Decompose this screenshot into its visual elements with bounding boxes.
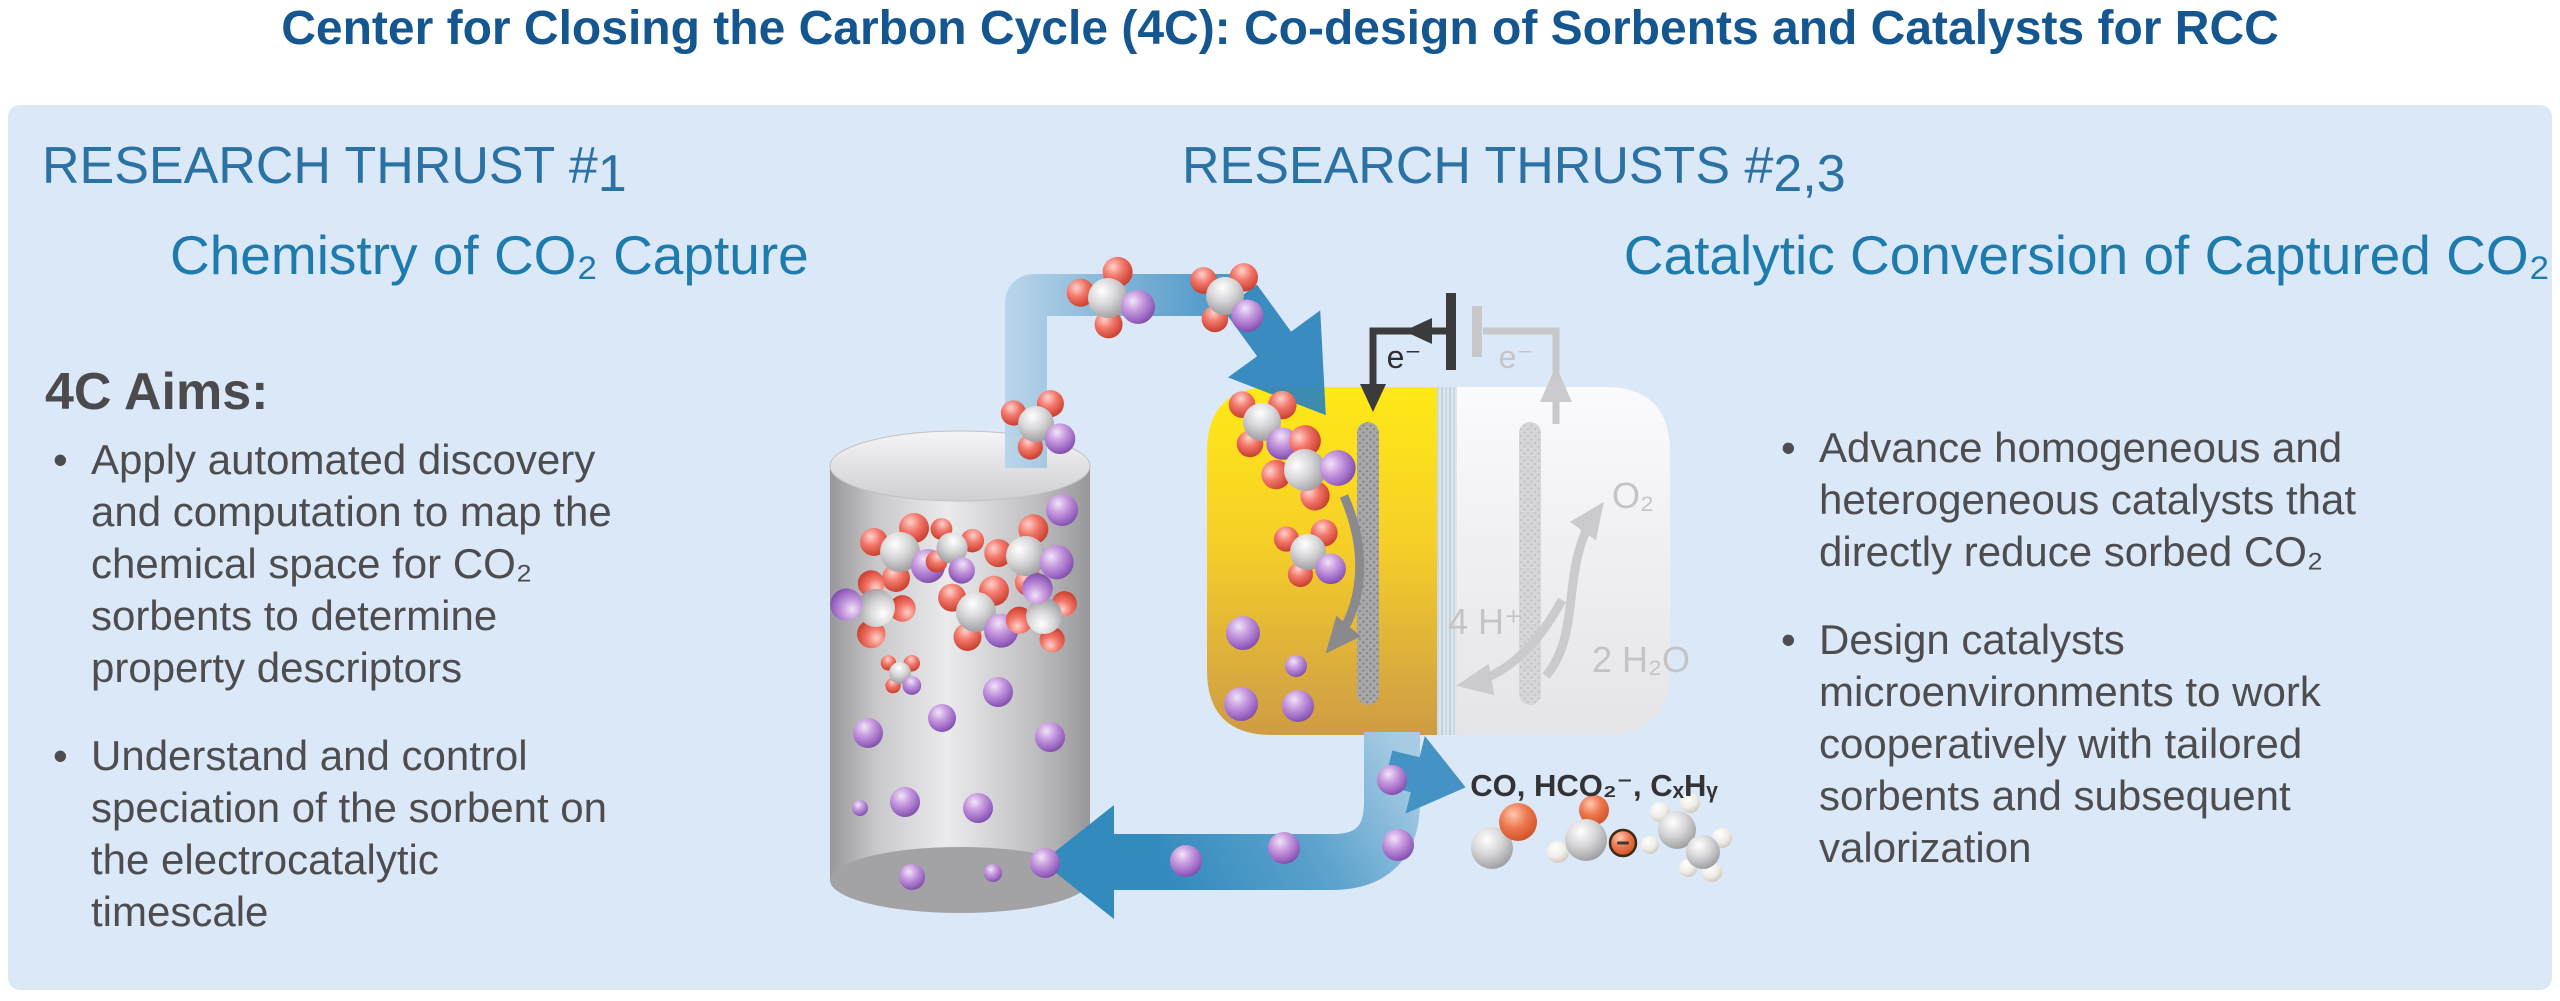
product-molecules: [1471, 793, 1732, 882]
oxygen-label: O₂: [1612, 475, 1654, 516]
cell-molecules: [1213, 374, 1367, 722]
conversion-list: • Advance homogeneous and heterogeneous …: [1775, 422, 2555, 910]
recycle-ions: [1170, 765, 1414, 877]
aims-item-1-text: Apply automated discovery and computatio…: [91, 436, 612, 691]
reduction-arrow: [1325, 494, 1365, 654]
thrust-1-heading: RESEARCH THRUST #1: [42, 137, 627, 200]
oxygen-evolution-arrow: [1542, 501, 1604, 679]
membrane: [1437, 387, 1457, 735]
electron-label-left: e⁻: [1387, 339, 1422, 375]
proton-transfer-arrow: [1456, 597, 1566, 696]
recycle-arrow: [1042, 732, 1466, 919]
conversion-item-2: • Design catalysts microenvironments to …: [1775, 614, 2555, 874]
aims-list: • Apply automated discovery and computat…: [47, 434, 787, 974]
thrust-23-heading: RESEARCH THRUSTS #2,3: [1182, 137, 1846, 200]
sorbent-ions: [852, 494, 1078, 890]
proton-label: 4 H⁺: [1448, 601, 1523, 642]
aims-item-2: • Understand and control speciation of t…: [47, 730, 787, 938]
page-title: Center for Closing the Carbon Cycle (4C)…: [281, 2, 2279, 55]
hydrocarbon-molecule: [1641, 793, 1732, 882]
thrust-1-subtitle: Chemistry of CO₂ Capture: [170, 224, 809, 286]
bullet-dot: •: [53, 436, 68, 483]
thrust-23-label: RESEARCH THRUSTS #: [1182, 137, 1774, 195]
thrust-1-label: RESEARCH THRUST #: [42, 137, 598, 195]
aims-item-2-text: Understand and control speciation of the…: [91, 732, 608, 935]
electron-label-right: e⁻: [1499, 339, 1534, 375]
thrust-23-number: 2,3: [1773, 145, 1846, 203]
electrode-right: [1519, 422, 1541, 705]
thrust-1-number: 1: [597, 145, 627, 203]
formate-molecule: [1547, 795, 1638, 863]
conversion-item-2-text: Design catalysts microenvironments to wo…: [1819, 616, 2321, 871]
cell-anode-chamber: [1447, 387, 1670, 735]
products-label: CO, HCO₂⁻, CₓHᵧ: [1470, 768, 1718, 803]
bullet-dot: •: [1781, 424, 1796, 471]
conversion-item-1: • Advance homogeneous and heterogeneous …: [1775, 422, 2555, 578]
aims-item-1: • Apply automated discovery and computat…: [47, 434, 787, 694]
wire-right: [1483, 327, 1560, 380]
conversion-item-1-text: Advance homogeneous and heterogeneous ca…: [1819, 424, 2357, 575]
co-molecule: [1471, 803, 1537, 869]
bullet-dot: •: [53, 732, 68, 779]
wire-left-b: [1360, 327, 1412, 412]
water-label: 2 H₂O: [1592, 639, 1690, 680]
bullet-dot: •: [1781, 616, 1796, 663]
electrode-left: [1357, 422, 1379, 705]
thrust-23-subtitle: Catalytic Conversion of Captured CO₂: [1623, 224, 2550, 286]
circuit: [1360, 293, 1572, 424]
aims-heading: 4C Aims:: [45, 363, 269, 421]
products-arrow: [1383, 735, 1466, 814]
